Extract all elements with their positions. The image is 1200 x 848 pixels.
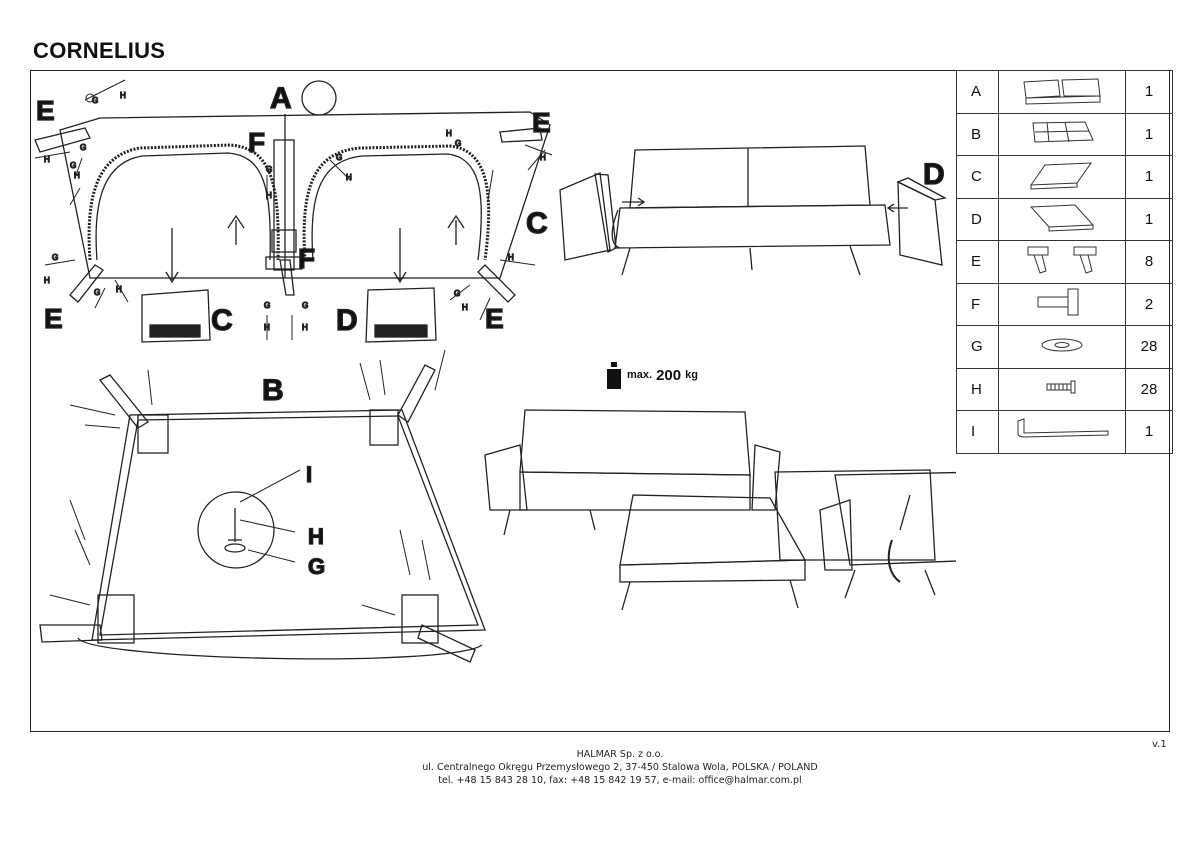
part-qty: 2 — [1125, 282, 1173, 326]
svg-text:H: H — [44, 155, 50, 164]
label-d-large: D — [923, 158, 945, 191]
assembly-drawing: A E E E E F F C D B I H G C D GH GH GH H… — [34, 79, 956, 663]
parts-row: H 28 — [956, 367, 1173, 411]
part-code: F — [956, 282, 999, 326]
svg-text:G: G — [266, 165, 272, 174]
svg-text:G: G — [454, 289, 460, 298]
svg-text:G: G — [80, 143, 86, 152]
part-code: G — [956, 325, 999, 369]
part-qty: 1 — [1125, 155, 1173, 199]
label-b: B — [262, 374, 284, 407]
footer-company: HALMAR Sp. z o.o. — [576, 749, 664, 760]
label-h-detail: H — [308, 524, 324, 549]
armrest-c-small — [141, 289, 211, 343]
svg-text:H: H — [264, 323, 270, 332]
part-qty: 1 — [1125, 112, 1173, 156]
footer: HALMAR Sp. z o.o. ul. Centralnego Okręgu… — [0, 748, 1200, 787]
parts-row: A 1 — [956, 70, 1173, 114]
seat-cushion-icon — [1032, 121, 1094, 143]
svg-text:H: H — [74, 171, 80, 180]
max-load-value: 200 — [656, 366, 682, 384]
washer-icon — [1041, 338, 1083, 352]
svg-text:G: G — [455, 139, 461, 148]
part-code: B — [956, 112, 999, 156]
screw-icon — [1046, 380, 1076, 394]
svg-text:H: H — [116, 285, 122, 294]
part-code: C — [956, 155, 999, 199]
parts-row: E 8 — [956, 240, 1173, 284]
parts-row: F 2 — [956, 282, 1173, 326]
label-f-bottom: F — [298, 243, 315, 274]
part-qty: 1 — [1125, 197, 1173, 241]
parts-row: D 1 — [956, 197, 1173, 241]
max-load-unit: kg — [685, 369, 698, 381]
part-qty: 28 — [1125, 367, 1173, 411]
corner-sofa-view — [484, 409, 807, 611]
label-a: A — [270, 82, 292, 115]
part-qty: 1 — [1125, 410, 1173, 454]
weight-icon — [607, 362, 621, 389]
label-f-top: F — [248, 127, 265, 158]
svg-text:G: G — [264, 301, 270, 310]
part-code: I — [956, 410, 999, 454]
allen-key-icon — [1017, 418, 1109, 438]
part-qty: 1 — [1125, 70, 1173, 114]
svg-text:H: H — [508, 253, 514, 262]
svg-text:G: G — [52, 253, 58, 262]
label-e-bottom-left: E — [44, 303, 63, 334]
label-d-small: D — [336, 304, 358, 337]
frame-back-view — [34, 79, 553, 340]
part-code: E — [956, 240, 999, 284]
parts-row: B 1 — [956, 112, 1173, 156]
armrest-d-small — [365, 287, 437, 343]
svg-text:H: H — [462, 303, 468, 312]
svg-text:H: H — [446, 129, 452, 138]
label-c-large: C — [526, 207, 548, 240]
svg-text:H: H — [540, 153, 546, 162]
leg-bracket-icon — [1027, 246, 1097, 274]
label-e-bottom-right: E — [485, 303, 504, 334]
max-load-prefix: max. — [627, 369, 653, 381]
part-code: A — [956, 70, 999, 114]
parts-row: C 1 — [956, 155, 1173, 199]
parts-row: G 28 — [956, 325, 1173, 369]
parts-list-table: A 1 B 1 C 1 D 1 E 8 F 2 G 28 H 28 I 1 — [956, 70, 1173, 454]
svg-text:H: H — [302, 323, 308, 332]
svg-text:G: G — [70, 161, 76, 170]
document-title: CORNELIUS — [33, 38, 166, 63]
armrest-right-icon — [1029, 204, 1095, 232]
armrest-left-icon — [1030, 162, 1092, 190]
svg-text:G: G — [94, 288, 100, 297]
svg-text:G: G — [336, 153, 342, 162]
label-e-top-right: E — [532, 107, 551, 138]
part-code: D — [956, 197, 999, 241]
svg-text:H: H — [266, 191, 272, 200]
max-load-label: max. 200 kg — [605, 360, 698, 390]
label-c-small: C — [211, 304, 233, 337]
part-code: H — [956, 367, 999, 411]
svg-text:H: H — [44, 276, 50, 285]
label-g-detail: G — [308, 554, 325, 579]
footer-address: ul. Centralnego Okręgu Przemysłowego 2, … — [422, 762, 818, 773]
label-e-top-left: E — [36, 95, 55, 126]
footer-contact: tel. +48 15 843 28 10, fax: +48 15 842 1… — [438, 775, 802, 786]
part-qty: 8 — [1125, 240, 1173, 284]
hinge-bracket-icon — [1037, 288, 1079, 316]
parts-row: I 1 — [956, 410, 1173, 454]
svg-text:G: G — [302, 301, 308, 310]
seat-frame-view — [39, 349, 486, 663]
svg-text:H: H — [120, 91, 126, 100]
sofa-assembled-view — [559, 145, 947, 276]
sofa-frame-icon — [1023, 78, 1101, 105]
label-i-detail: I — [306, 462, 312, 487]
part-qty: 28 — [1125, 325, 1173, 369]
svg-text:H: H — [346, 173, 352, 182]
recline-view — [774, 469, 956, 599]
svg-text:G: G — [92, 96, 98, 105]
version-label: v.1 — [1152, 739, 1167, 750]
